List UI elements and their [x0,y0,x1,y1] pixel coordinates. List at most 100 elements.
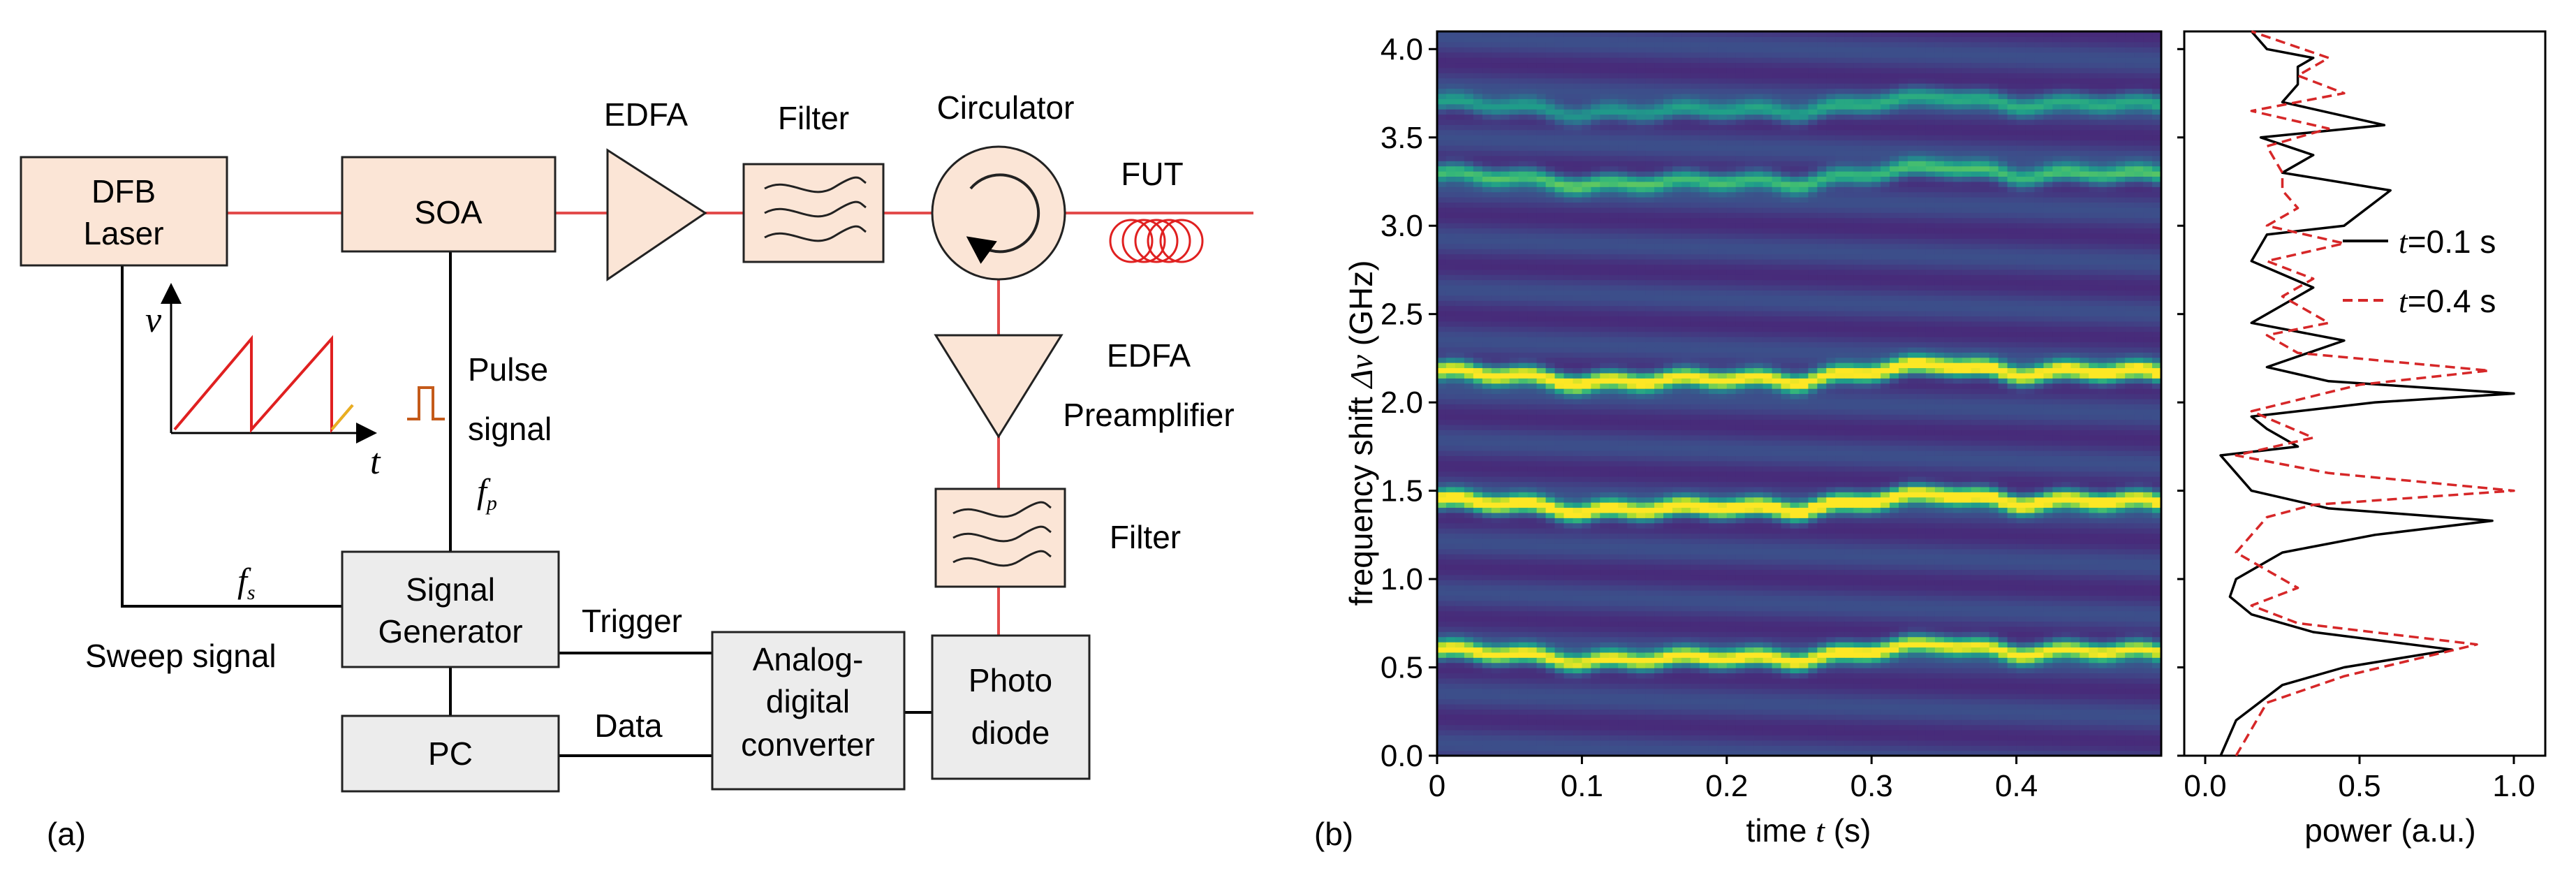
heatmap-cell [1455,585,1465,591]
heatmap-cell [1518,170,1529,177]
heatmap-cell [1445,683,1456,689]
heatmap-cell [1600,326,1610,332]
heatmap-cell [1636,155,1646,161]
heatmap-cell [1681,393,1691,399]
spectrogram-heatmap [1437,31,2162,756]
heatmap-cell [1518,202,1529,208]
heatmap-cell [1536,533,1547,539]
heatmap-cell [1491,445,1501,451]
heatmap-cell [1500,212,1510,219]
heatmap-cell [1573,543,1582,550]
heatmap-cell [1445,414,1456,420]
heatmap-cell [1554,657,1565,664]
heatmap-cell [1445,724,1456,731]
heatmap-cell [1509,135,1519,141]
heatmap-cell [1491,662,1501,668]
heatmap-cell [1744,688,1755,694]
heatmap-cell [1654,585,1664,591]
heatmap-cell [1645,181,1655,187]
heatmap-cell [1573,378,1582,384]
heatmap-cell [1663,528,1673,534]
heatmap-cell [1645,703,1655,710]
heatmap-cell [1726,331,1737,337]
heatmap-cell [1527,155,1538,161]
heatmap-cell [1545,31,1556,38]
heatmap-cell [1536,559,1547,565]
heatmap-cell [1527,41,1538,47]
heatmap-cell [1699,378,1709,384]
heatmap-cell [1455,207,1465,213]
heatmap-cell [1554,673,1565,679]
heatmap-cell [1717,719,1728,726]
heatmap-cell [1518,528,1529,534]
heatmap-cell [1536,155,1547,161]
heatmap-cell [1527,642,1538,648]
heatmap-cell [1437,688,1447,694]
heatmap-cell [1681,357,1691,363]
heatmap-cell [1717,492,1728,498]
heatmap-cell [1708,647,1718,653]
heatmap-cell [1491,466,1501,472]
heatmap-cell [1636,445,1646,451]
heatmap-cell [1563,47,1574,53]
heatmap-cell [1500,191,1510,198]
heatmap-cell [1473,249,1483,255]
heatmap-cell [1437,409,1447,415]
heatmap-cell [1618,197,1628,203]
heatmap-cell [1563,502,1574,508]
heatmap-cell [1735,647,1746,653]
heatmap-cell [1536,694,1547,700]
heatmap-cell [1527,595,1538,601]
heatmap-cell [1636,548,1646,555]
heatmap-cell [1455,404,1465,410]
heatmap-cell [1726,698,1737,705]
heatmap-cell [1726,269,1737,275]
heatmap-cell [1654,31,1664,38]
heatmap-cell [1753,709,1764,715]
heatmap-cell [1445,36,1456,43]
heatmap-cell [1600,745,1610,752]
heatmap-cell [1518,346,1529,353]
heatmap-cell [1500,455,1510,462]
heatmap-cell [1545,522,1556,529]
heatmap-cell [1717,362,1728,369]
heatmap-cell [1518,589,1529,596]
heatmap-cell [1437,486,1447,492]
heatmap-cell [1744,73,1755,79]
heatmap-cell [1536,342,1547,348]
heatmap-cell [1708,191,1718,198]
heatmap-cell [1699,47,1709,53]
heatmap-cell [1600,83,1610,89]
heatmap-cell [1735,616,1746,622]
heatmap-cell [1645,569,1655,576]
heatmap-cell [1582,109,1591,115]
heatmap-cell [1464,714,1474,720]
heatmap-cell [1464,497,1474,503]
heatmap-cell [1518,223,1529,229]
heatmap-cell [1726,372,1737,379]
heatmap-cell [1654,238,1664,244]
heatmap-cell [1527,62,1538,68]
heatmap-cell [1681,750,1691,756]
heatmap-cell [1473,533,1483,539]
heatmap-cell [1663,176,1673,182]
heatmap-cell [1563,254,1574,260]
heatmap-cell [1717,518,1728,524]
heatmap-cell [1627,393,1637,399]
heatmap-cell [1509,595,1519,601]
heatmap-cell [1726,295,1737,301]
heatmap-cell [1708,564,1718,570]
heatmap-cell [1699,398,1709,404]
heatmap-cell [1672,41,1682,47]
heatmap-cell [1681,492,1691,498]
heatmap-cell [1708,264,1718,270]
heatmap-cell [1699,507,1709,513]
heatmap-cell [1645,145,1655,151]
heatmap-cell [1636,258,1646,265]
heatmap-cell [1500,316,1510,322]
heatmap-cell [1527,740,1538,746]
heatmap-cell [1500,310,1510,316]
heatmap-cell [1654,202,1664,208]
heatmap-cell [1735,31,1746,38]
heatmap-cell [1573,145,1582,151]
